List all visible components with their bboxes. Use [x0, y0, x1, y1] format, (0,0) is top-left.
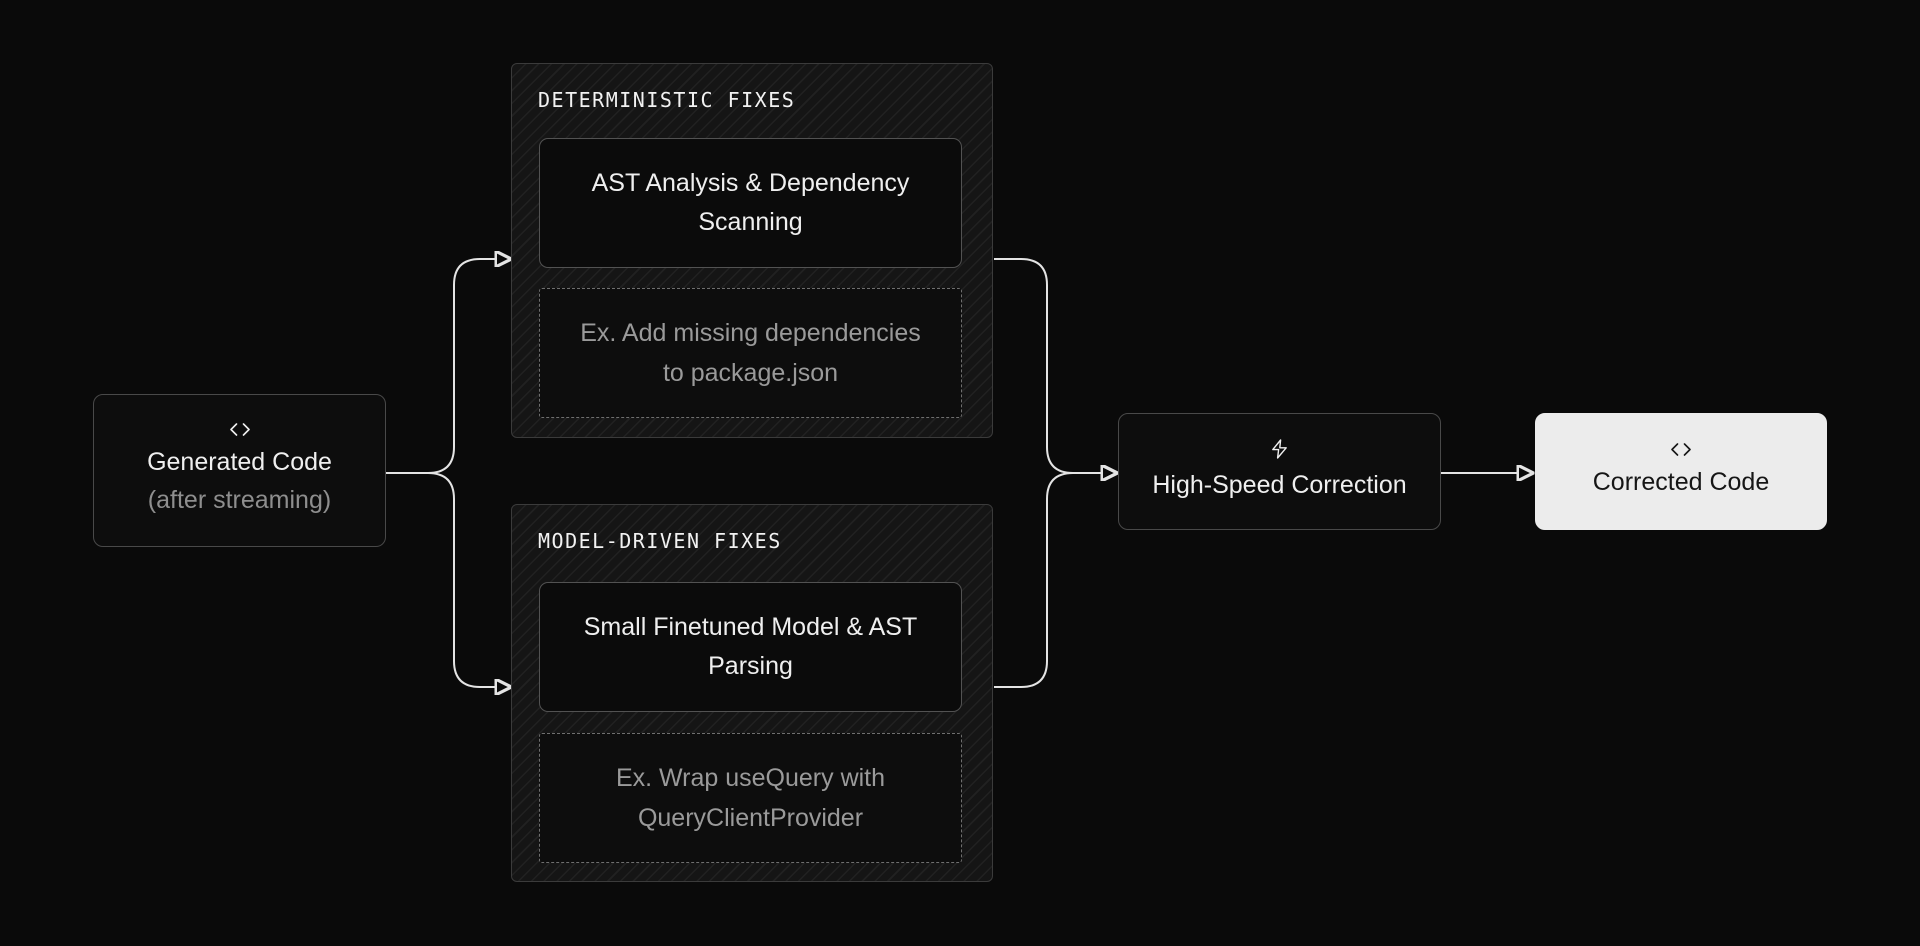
example-wrap-usequery: Ex. Wrap useQuery with QueryClientProvid… — [539, 733, 962, 863]
card-ast-analysis: AST Analysis & Dependency Scanning — [539, 138, 962, 268]
panel-model-driven-fixes: MODEL-DRIVEN FIXES Small Finetuned Model… — [511, 504, 993, 882]
code-icon — [229, 422, 251, 436]
example-add-dependencies: Ex. Add missing dependencies to package.… — [539, 288, 962, 418]
node-corrected-code: Corrected Code — [1535, 413, 1827, 530]
node-subtitle: (after streaming) — [147, 485, 332, 514]
node-high-speed-correction: High-Speed Correction — [1118, 413, 1441, 530]
connector-generated-to-deterministic — [386, 259, 497, 474]
code-icon — [1670, 442, 1692, 456]
connector-model-driven-to-correction — [994, 473, 1103, 688]
panel-deterministic-fixes: DETERMINISTIC FIXES AST Analysis & Depen… — [511, 63, 993, 438]
node-title: High-Speed Correction — [1152, 471, 1407, 499]
connector-generated-to-model-driven — [386, 472, 497, 687]
node-generated-code: Generated Code (after streaming) — [93, 394, 386, 547]
card-finetuned-model: Small Finetuned Model & AST Parsing — [539, 582, 962, 712]
node-title: Generated Code — [147, 447, 332, 476]
panel-header: MODEL-DRIVEN FIXES — [538, 529, 782, 553]
panel-header: DETERMINISTIC FIXES — [538, 88, 796, 112]
connector-deterministic-to-correction — [994, 258, 1103, 473]
node-title: Corrected Code — [1592, 467, 1770, 496]
zap-icon — [1271, 439, 1288, 459]
